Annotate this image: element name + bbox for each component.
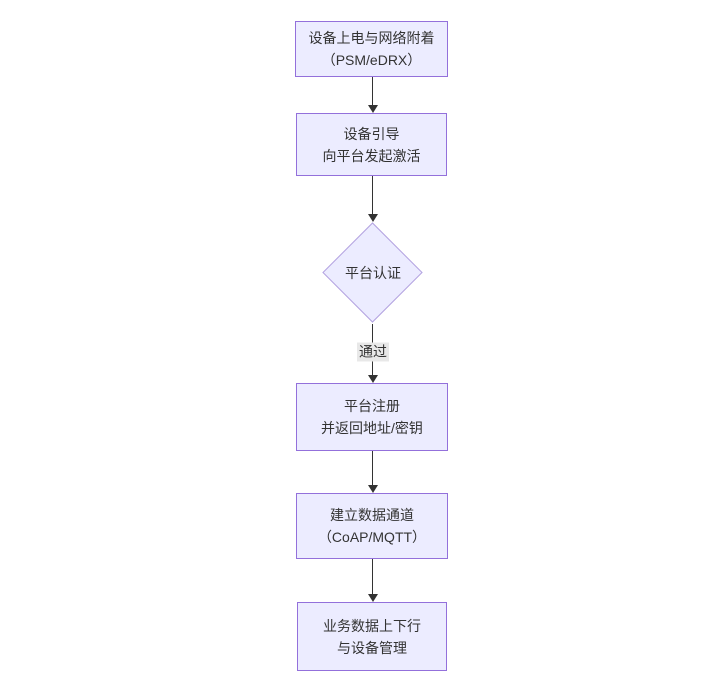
node-text-line: 向平台发起激活 bbox=[322, 147, 421, 164]
node-text-line: 平台注册 bbox=[344, 398, 400, 414]
node-text-line: 建立数据通道 bbox=[330, 507, 414, 523]
node-text-line: 设备引导 bbox=[343, 125, 400, 142]
arrow-register-to-channel bbox=[367, 451, 378, 493]
node-power-network-attach: 设备上电与网络附着 （PSM/eDRX） bbox=[295, 21, 448, 77]
arrow-line bbox=[372, 77, 373, 105]
decision-platform-auth: 平台认证 bbox=[322, 222, 424, 324]
arrow-line bbox=[372, 559, 373, 594]
arrowhead-down-icon bbox=[367, 214, 378, 222]
arrowhead-down-icon bbox=[367, 105, 378, 113]
node-text-line: （PSM/eDRX） bbox=[321, 52, 422, 68]
node-device-bootstrap: 设备引导 向平台发起激活 bbox=[296, 113, 447, 176]
edge-label-pass: 通过 bbox=[357, 342, 389, 362]
node-text-line: 并返回地址/密钥 bbox=[321, 420, 423, 436]
node-platform-register: 平台注册 并返回地址/密钥 bbox=[296, 383, 448, 451]
node-text-line: 业务数据上下行 bbox=[323, 617, 421, 634]
arrow-channel-to-business bbox=[367, 559, 378, 602]
arrow-power-to-bootstrap bbox=[367, 77, 378, 113]
decision-label: 平台认证 bbox=[345, 265, 401, 281]
node-data-channel: 建立数据通道 （CoAP/MQTT） bbox=[296, 493, 448, 559]
arrow-line bbox=[372, 451, 373, 485]
arrowhead-down-icon bbox=[367, 485, 378, 493]
node-business-data: 业务数据上下行 与设备管理 bbox=[297, 602, 447, 671]
node-text-line: 与设备管理 bbox=[337, 639, 407, 656]
arrow-bootstrap-to-auth bbox=[367, 176, 378, 222]
arrowhead-down-icon bbox=[367, 594, 378, 602]
arrowhead-down-icon bbox=[367, 375, 378, 383]
arrow-line bbox=[372, 176, 373, 214]
node-text-line: 设备上电与网络附着 bbox=[308, 30, 435, 46]
node-text-line: （CoAP/MQTT） bbox=[317, 529, 427, 545]
